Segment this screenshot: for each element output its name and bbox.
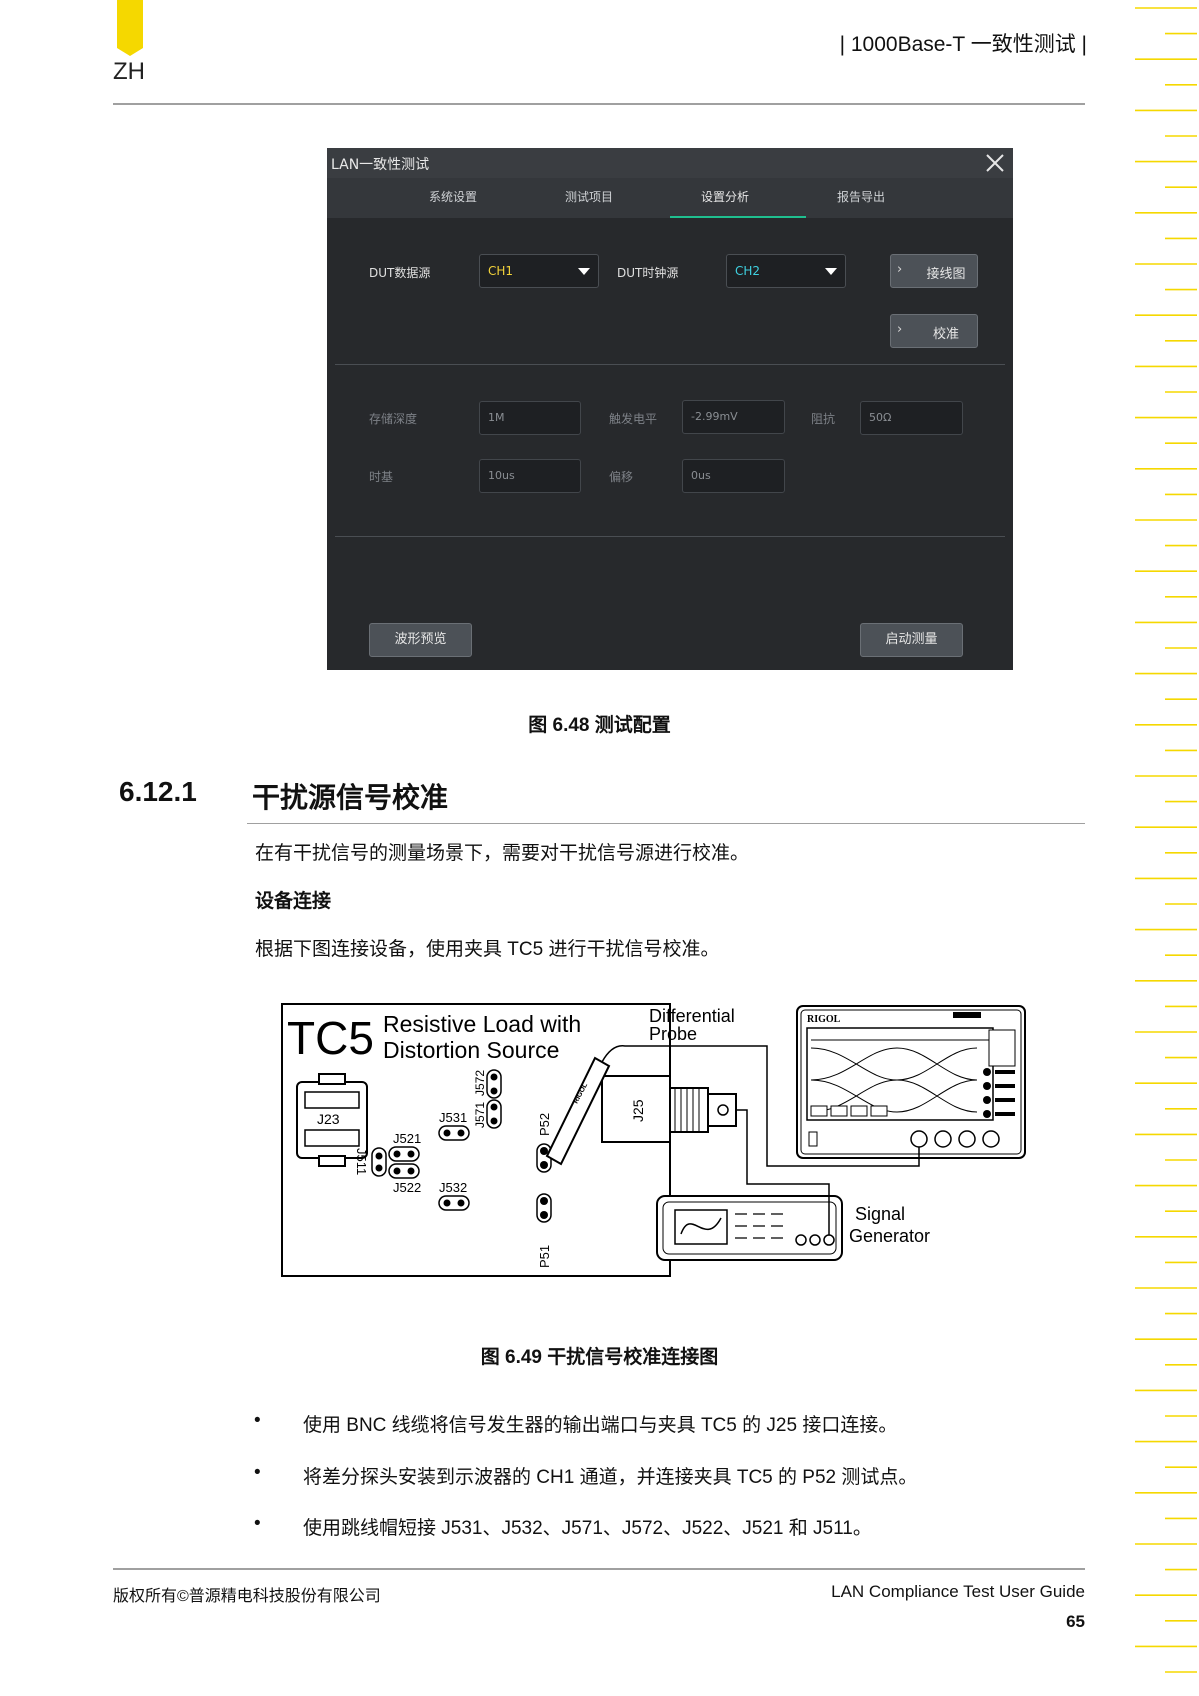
figure-6-49-caption: 图 6.49 干扰信号校准连接图 xyxy=(480,1347,719,1368)
timebase-field[interactable]: 10us xyxy=(479,459,581,493)
chevron-down-icon xyxy=(825,268,837,275)
wiring-diagram-button[interactable]: › 接线图 xyxy=(890,254,978,288)
tab-test-items[interactable]: 测试项目 xyxy=(564,190,613,204)
tab-system-settings[interactable]: 系统设置 xyxy=(428,190,477,204)
header-title: | 1000Base-T 一致性测试 | xyxy=(839,33,1087,56)
section-divider xyxy=(247,823,1085,824)
close-icon[interactable] xyxy=(983,151,1007,175)
j532-label: J532 xyxy=(439,1180,467,1195)
impedance-label: 阻抗 xyxy=(811,412,836,426)
oscilloscope: RIGOL xyxy=(796,1005,1026,1159)
impedance-field[interactable]: 50Ω xyxy=(860,401,963,435)
probe-label-2: Probe xyxy=(649,1024,697,1044)
footer-divider xyxy=(113,1568,1085,1570)
active-tab-indicator xyxy=(670,216,806,218)
dialog-title: LAN一致性测试 xyxy=(331,157,430,173)
j572-label: J572 xyxy=(473,1070,487,1096)
dut-clock-source-label: DUT时钟源 xyxy=(617,266,679,280)
bullet-item-2: 将差分探头安装到示波器的 CH1 通道，并连接夹具 TC5 的 P52 测试点。 xyxy=(303,1467,918,1488)
j522-label: J522 xyxy=(393,1180,421,1195)
dut-clock-source-value: CH2 xyxy=(735,264,761,278)
bullet-item-3: 使用跳线帽短接 J531、J532、J571、J572、J522、J521 和 … xyxy=(303,1518,872,1539)
p52-label: P52 xyxy=(537,1113,552,1136)
offset-label: 偏移 xyxy=(609,470,634,484)
start-measurement-button[interactable]: 启动测量 xyxy=(860,623,963,657)
timebase-label: 时基 xyxy=(369,470,394,484)
chevron-right-icon: › xyxy=(897,262,903,277)
jumper-j531: J531 xyxy=(438,1110,470,1141)
dialog-titlebar: LAN一致性测试 xyxy=(327,148,1013,178)
dut-data-source-label: DUT数据源 xyxy=(369,266,431,280)
footer-guide-title: LAN Compliance Test User Guide xyxy=(831,1582,1085,1601)
dut-data-source-value: CH1 xyxy=(488,264,514,278)
lan-compliance-dialog: LAN一致性测试 系统设置 测试项目 设置分析 报告导出 DUT数据源 CH1 … xyxy=(327,148,1013,670)
connection-diagram: TC5 Resistive Load with Distortion Sourc… xyxy=(281,1003,1026,1277)
board-subtitle-2: Distortion Source xyxy=(383,1037,559,1063)
page-number: 65 xyxy=(1066,1612,1085,1631)
tab-setup-analysis[interactable]: 设置分析 xyxy=(700,190,749,204)
j25-connector: J25 xyxy=(601,1075,737,1143)
dut-data-source-select[interactable]: CH1 xyxy=(479,254,599,288)
section-title: 干扰源信号校准 xyxy=(252,782,449,813)
j25-label: J25 xyxy=(630,1099,646,1122)
figure-6-48-caption: 图 6.48 测试配置 xyxy=(528,715,671,736)
dialog-divider xyxy=(335,536,1005,537)
intro-paragraph: 在有干扰信号的测量场景下，需要对干扰信号源进行校准。 xyxy=(255,843,750,864)
j23-label: J23 xyxy=(317,1111,340,1127)
bullet-marker: • xyxy=(254,1410,261,1431)
j571-label: J571 xyxy=(473,1102,487,1128)
header-divider xyxy=(113,103,1085,105)
trigger-level-label: 触发电平 xyxy=(609,412,658,426)
memory-depth-label: 存储深度 xyxy=(369,412,418,426)
language-tab-marker xyxy=(117,0,143,56)
instruction-paragraph: 根据下图连接设备，使用夹具 TC5 进行干扰信号校准。 xyxy=(255,939,720,960)
memory-depth-field[interactable]: 1M xyxy=(479,401,581,435)
trigger-level-field[interactable]: -2.99mV xyxy=(682,400,785,434)
jumper-j511: J511 xyxy=(354,1147,387,1177)
dialog-tabs: 系统设置 测试项目 设置分析 报告导出 xyxy=(327,178,1013,218)
jumper-j571: J571 xyxy=(473,1099,502,1129)
page-edge-marks xyxy=(1135,7,1197,1673)
waveform-preview-button[interactable]: 波形预览 xyxy=(369,623,472,657)
section-number: 6.12.1 xyxy=(119,776,197,807)
bullet-marker: • xyxy=(254,1513,261,1534)
jumper-j532: J532 xyxy=(438,1180,470,1211)
scope-brand: RIGOL xyxy=(807,1014,841,1025)
j511-label: J511 xyxy=(354,1148,369,1175)
tab-report-export[interactable]: 报告导出 xyxy=(836,190,885,204)
siggen-label-1: Signal xyxy=(855,1204,905,1224)
board-subtitle-1: Resistive Load with xyxy=(383,1011,581,1037)
language-label: ZH xyxy=(113,58,145,85)
dialog-divider xyxy=(335,364,1005,365)
j531-label: J531 xyxy=(439,1110,467,1125)
dut-clock-source-select[interactable]: CH2 xyxy=(726,254,846,288)
test-point-p52: P52 xyxy=(536,1113,552,1173)
chevron-right-icon: › xyxy=(897,322,903,337)
calibrate-button[interactable]: › 校准 xyxy=(890,314,978,348)
chevron-down-icon xyxy=(578,268,590,275)
subheading-device-connection: 设备连接 xyxy=(255,891,332,912)
offset-field[interactable]: 0us xyxy=(682,459,785,493)
jumper-j522: J522 xyxy=(388,1163,421,1195)
test-point-p51: P51 xyxy=(536,1193,552,1268)
jumper-j572: J572 xyxy=(473,1069,502,1099)
j23-connector: J23 xyxy=(296,1073,368,1167)
bullet-marker: • xyxy=(254,1462,261,1483)
probe-label-1: Differential xyxy=(649,1006,735,1026)
j521-label: J521 xyxy=(393,1131,421,1146)
signal-generator: Signal Generator xyxy=(656,1195,930,1261)
siggen-label-2: Generator xyxy=(849,1226,930,1246)
p51-label: P51 xyxy=(537,1245,552,1268)
jumper-j521: J521 xyxy=(388,1131,421,1162)
bullet-item-1: 使用 BNC 线缆将信号发生器的输出端口与夹具 TC5 的 J25 接口连接。 xyxy=(303,1415,898,1436)
footer-copyright: 版权所有©普源精电科技股份有限公司 xyxy=(113,1588,381,1605)
board-title: TC5 xyxy=(287,1012,374,1064)
